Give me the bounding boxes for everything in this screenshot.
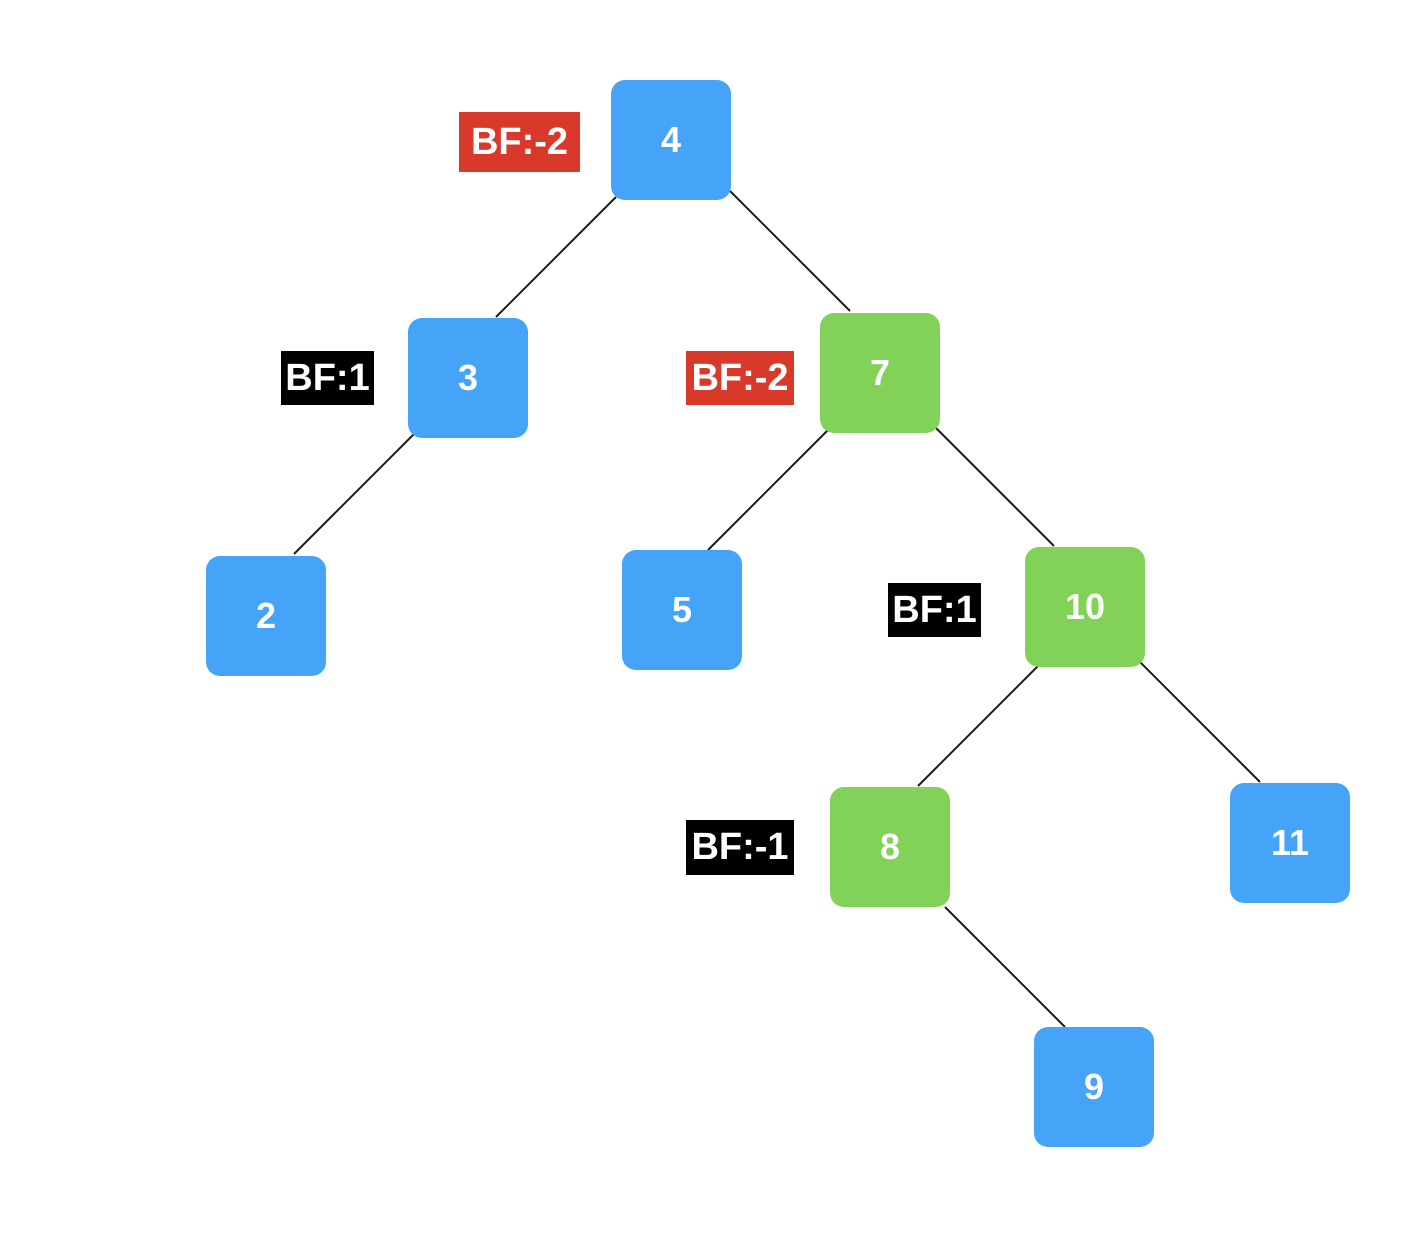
node-label: 7 <box>869 352 891 393</box>
tree-node-9: 9 <box>1034 1027 1154 1147</box>
node-label: 9 <box>1083 1066 1105 1107</box>
node-label: 8 <box>879 826 901 867</box>
edge-8-9 <box>944 906 1066 1028</box>
balance-factor-node-3: BF:1 <box>281 351 374 405</box>
edge-7-5 <box>707 429 829 551</box>
tree-node-5: 5 <box>622 550 742 670</box>
node-label: 5 <box>671 589 693 630</box>
tree-node-8: 8 <box>830 787 950 907</box>
balance-factor-node-4: BF:-2 <box>459 112 580 172</box>
tree-node-2: 2 <box>206 556 326 676</box>
edge-10-11 <box>1139 661 1261 783</box>
tree-node-11: 11 <box>1230 783 1350 903</box>
tree-node-4: 4 <box>611 80 731 200</box>
balance-factor-node-10: BF:1 <box>888 583 981 637</box>
tree-node-3: 3 <box>408 318 528 438</box>
node-label: 4 <box>660 119 682 160</box>
edge-10-8 <box>917 665 1039 787</box>
tree-node-10: 10 <box>1025 547 1145 667</box>
edge-7-10 <box>933 425 1055 547</box>
edge-4-7 <box>729 190 851 312</box>
edge-4-3 <box>495 196 617 318</box>
balance-factor-node-7: BF:-2 <box>686 351 794 405</box>
node-label: 10 <box>1064 586 1106 627</box>
tree-node-7: 7 <box>820 313 940 433</box>
edge-3-2 <box>293 433 415 555</box>
node-label: 2 <box>255 595 277 636</box>
node-label: 3 <box>457 357 479 398</box>
node-label: 11 <box>1270 822 1310 863</box>
balance-factor-node-8: BF:-1 <box>686 820 794 875</box>
